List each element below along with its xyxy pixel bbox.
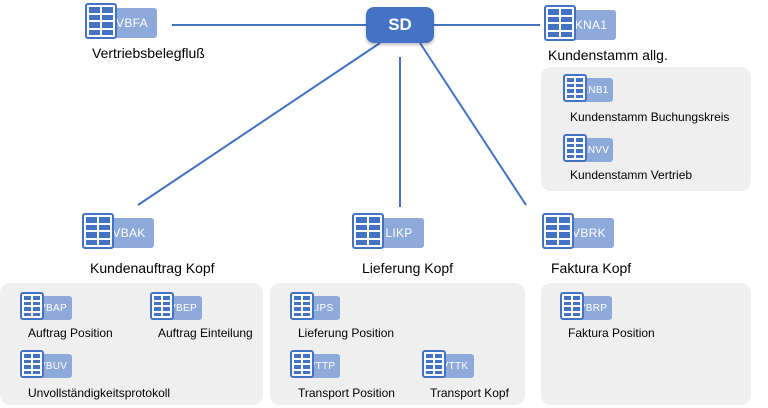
table-icon — [20, 292, 44, 320]
table-icon — [422, 350, 446, 378]
table-label: Transport Kopf — [430, 386, 509, 400]
table-icon — [542, 213, 574, 249]
table-icon — [82, 213, 114, 249]
table-icon — [560, 292, 584, 320]
table-icon — [20, 350, 44, 378]
table-icon — [85, 3, 117, 39]
table-label: Auftrag Einteilung — [158, 326, 253, 340]
table-label: Kundenstamm Buchungskreis — [570, 110, 730, 124]
table-label: Unvollständigkeitsprotokoll — [28, 386, 171, 400]
sd-root-label: SD — [388, 15, 412, 34]
table-label: Faktura Kopf — [551, 260, 632, 276]
table-label: Kundenauftrag Kopf — [90, 260, 215, 276]
table-label: Faktura Position — [568, 326, 655, 340]
table-label: Vertriebsbelegfluß — [92, 45, 205, 61]
connector-sd-vbrk — [419, 42, 527, 206]
table-icon — [563, 74, 587, 102]
table-label: Lieferung Kopf — [362, 260, 454, 276]
table-label: Kundenstamm Vertrieb — [570, 168, 693, 182]
sd-root-box[interactable]: SD — [366, 7, 434, 43]
table-label: Kundenstamm allg. — [548, 47, 668, 63]
table-icon — [352, 213, 384, 249]
table-icon — [544, 5, 576, 41]
table-label: Transport Position — [298, 386, 395, 400]
table-icon — [563, 134, 587, 162]
table-label: Lieferung Position — [298, 326, 395, 340]
connector-sd-vbak — [137, 42, 381, 206]
table-label: Auftrag Position — [28, 326, 113, 340]
table-icon — [150, 292, 174, 320]
table-icon — [290, 292, 314, 320]
table-icon — [290, 350, 314, 378]
